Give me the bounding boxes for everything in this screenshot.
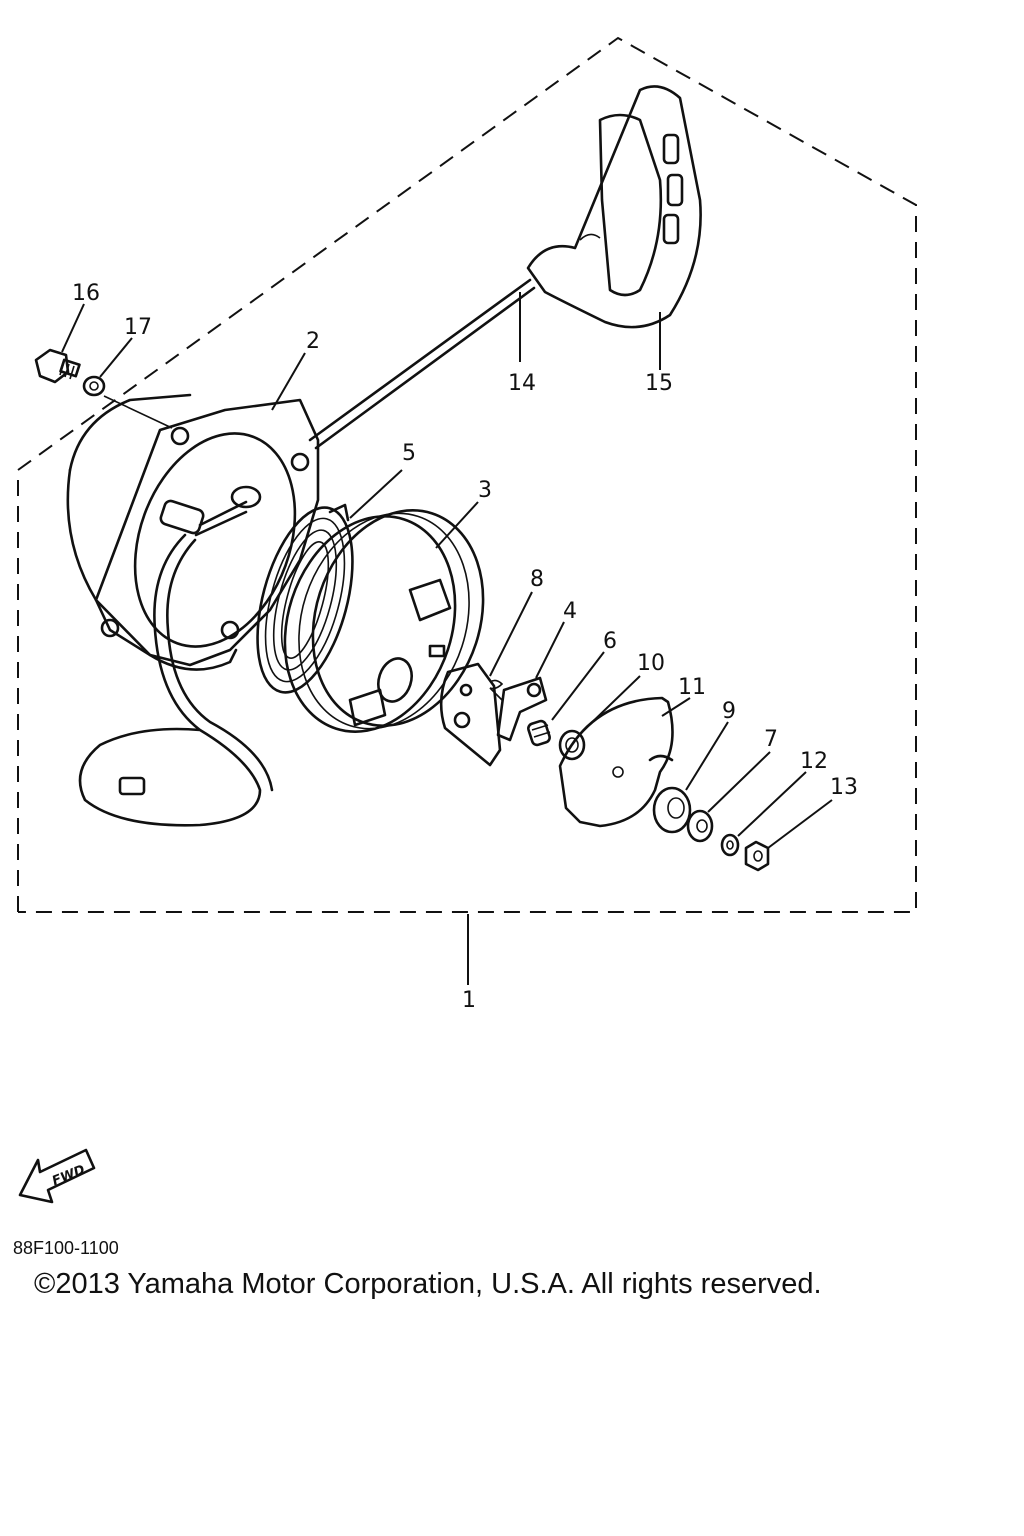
leader-2 — [271, 352, 306, 411]
rope-pulley — [283, 509, 485, 733]
fwd-label: FWD — [50, 1162, 87, 1189]
callout-5: 5 — [402, 441, 416, 466]
bolt-axis — [103, 395, 173, 429]
callout-1: 1 — [462, 988, 476, 1013]
thrust-washer — [558, 729, 586, 761]
leader-9 — [685, 721, 729, 791]
callout-3: 3 — [478, 478, 492, 503]
starter-rope — [308, 278, 536, 450]
return-spring — [527, 719, 551, 747]
lock-washer — [82, 375, 106, 397]
callout-4: 4 — [563, 599, 577, 624]
callout-17: 17 — [124, 315, 152, 340]
callout-11: 11 — [678, 675, 706, 700]
callout-14: 14 — [508, 371, 536, 396]
callout-15: 15 — [645, 371, 673, 396]
callout-2: 2 — [306, 329, 320, 354]
copyright-notice: ©2013 Yamaha Motor Corporation, U.S.A. A… — [34, 1268, 822, 1300]
leader-12 — [737, 771, 807, 837]
forward-arrow-icon: FWD — [18, 1148, 96, 1204]
hex-nut — [744, 840, 770, 872]
leader-4 — [535, 621, 565, 679]
assembly-boundary — [17, 36, 917, 913]
part-code: 88F100-1100 — [13, 1238, 119, 1258]
callout-8: 8 — [530, 567, 544, 592]
callout-13: 13 — [830, 775, 858, 800]
flat-washer — [686, 809, 714, 843]
leader-6 — [551, 651, 605, 721]
leader-5 — [349, 469, 403, 519]
callout-9: 9 — [722, 699, 736, 724]
starter-handle — [526, 85, 702, 329]
recoil-spring — [256, 503, 354, 694]
leader-17 — [99, 337, 133, 378]
drive-pawl — [439, 662, 502, 767]
bolt — [34, 348, 81, 384]
callout-12: 12 — [800, 749, 828, 774]
callout-10: 10 — [637, 651, 665, 676]
starter-housing — [66, 393, 320, 827]
callout-16: 16 — [72, 281, 100, 306]
callout-7: 7 — [764, 727, 778, 752]
spring-washer — [720, 833, 740, 857]
leader-16 — [61, 303, 85, 353]
friction-plate — [558, 696, 674, 828]
leader-3 — [435, 501, 479, 549]
spacer-washer — [652, 786, 692, 834]
leader-11 — [661, 697, 691, 717]
leader-7 — [707, 751, 771, 813]
callout-6: 6 — [603, 629, 617, 654]
pawl-spring — [489, 676, 548, 742]
leader-13 — [767, 799, 833, 849]
leader-8 — [489, 591, 533, 677]
